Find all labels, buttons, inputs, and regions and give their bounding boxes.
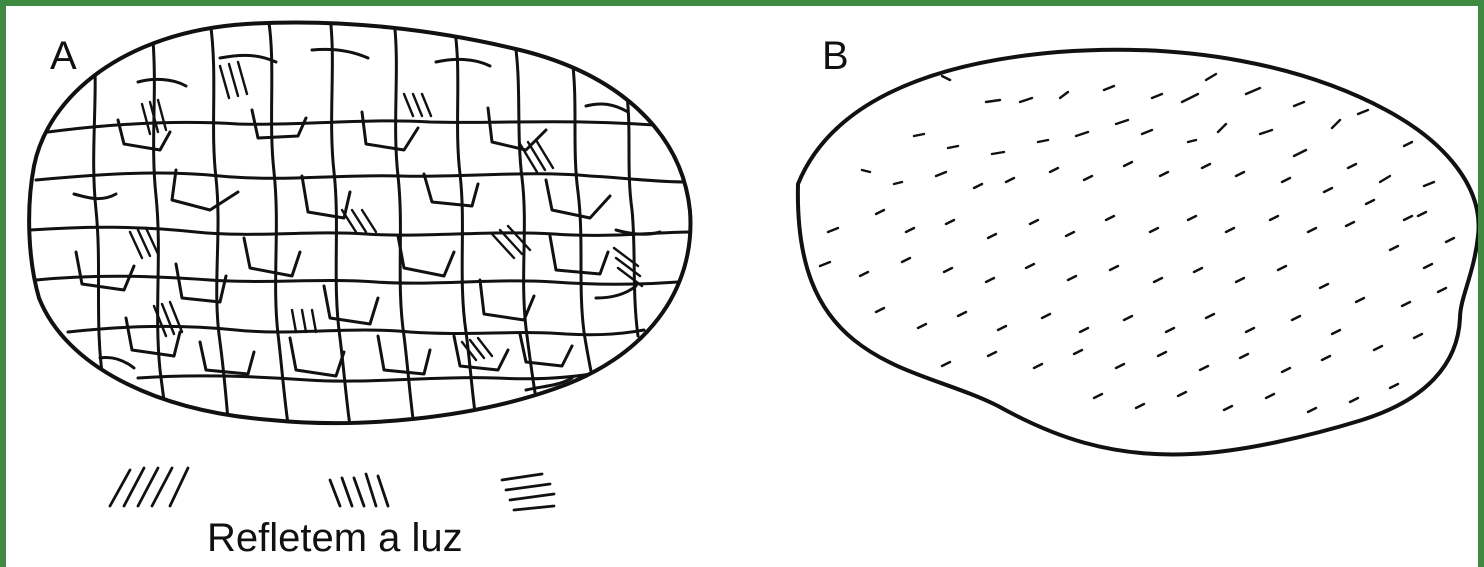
panel-b-drawing bbox=[798, 50, 1479, 455]
legend-hatch-sample bbox=[330, 474, 388, 506]
illustration-canvas bbox=[6, 6, 1484, 567]
caption: Refletem a luz bbox=[207, 518, 463, 558]
panel-label-a: A bbox=[50, 36, 77, 76]
legend-hatch-samples bbox=[110, 468, 554, 510]
panel-b-outline bbox=[798, 50, 1479, 455]
panel-label-b: B bbox=[822, 36, 849, 76]
legend-hatch-sample bbox=[110, 468, 188, 506]
legend-hatch-sample bbox=[502, 474, 554, 510]
panel-a-drawing bbox=[29, 16, 692, 426]
